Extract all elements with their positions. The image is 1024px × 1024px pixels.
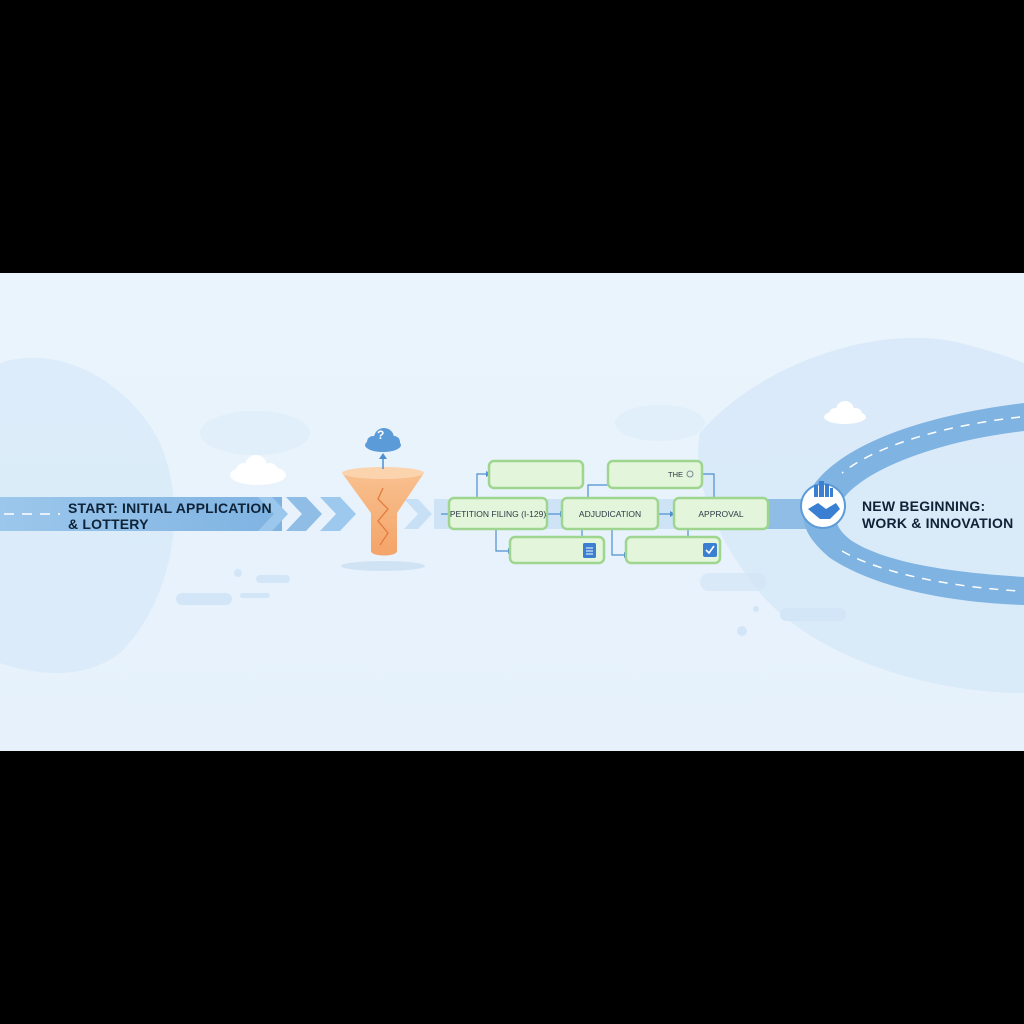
end-label-line1: NEW BEGINNING: (862, 498, 986, 514)
cloud-icon (824, 401, 866, 424)
stage-box (672, 496, 770, 531)
chevron-icon (404, 499, 432, 529)
stage-label-adjudication: ADJUDICATION (578, 509, 642, 519)
process-boxes (447, 459, 770, 565)
funnel-icon (342, 467, 424, 556)
stage-box (487, 459, 585, 490)
document-icon (583, 543, 596, 558)
start-label: START: INITIAL APPLICATION & LOTTERY (68, 500, 288, 532)
arrow-head (379, 453, 387, 459)
road-dash (841, 550, 1021, 592)
funnel-shadow (341, 561, 425, 571)
small-icon (686, 470, 694, 478)
end-road (803, 403, 1024, 605)
chevron-arrows (258, 497, 432, 531)
stage-label-top-right: THE (668, 470, 683, 479)
chevron-icon (320, 497, 356, 531)
checkbox-icon (703, 543, 717, 557)
road-dash (841, 416, 1021, 474)
stage-label-approval: APPROVAL (698, 509, 744, 519)
bg-blob (615, 405, 705, 441)
start-label-line2: & LOTTERY (68, 516, 149, 532)
chevron-icon (286, 497, 322, 531)
bg-blob (200, 411, 310, 455)
question-cloud-icon (365, 428, 401, 452)
process-diagram: START: INITIAL APPLICATION & LOTTERY NEW… (0, 273, 1024, 751)
question-mark: ? (377, 428, 385, 442)
diagram-canvas (0, 273, 1024, 751)
stage-box (606, 459, 704, 490)
decor-pills (176, 569, 846, 636)
start-label-line1: START: INITIAL APPLICATION (68, 500, 272, 516)
end-label: NEW BEGINNING: WORK & INNOVATION (862, 498, 1022, 532)
cloud-icon (230, 455, 286, 485)
stage-box (624, 535, 722, 565)
stage-box (560, 496, 660, 531)
chevron-icon (258, 497, 288, 531)
stage-label-petition: PETITION FILING (I-129) (449, 509, 547, 519)
handshake-icon (800, 481, 846, 529)
end-label-line2: WORK & INNOVATION (862, 515, 1014, 531)
stage-box (447, 496, 549, 531)
stage-box (508, 535, 606, 565)
